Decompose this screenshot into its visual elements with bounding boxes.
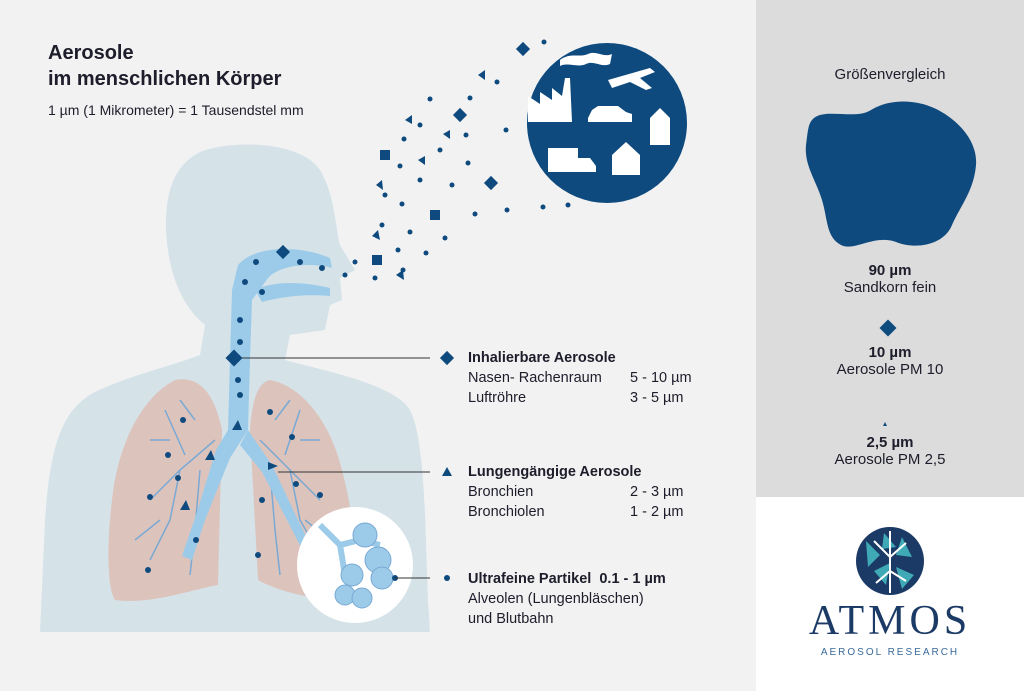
sand-grain-shape: [805, 101, 977, 247]
airplane-icon: [608, 68, 655, 90]
size-comparison-panel: Größenvergleich 90 µm Sandkorn fein 10 µ…: [756, 0, 1024, 497]
comparison-pm10: 10 µm Aerosole PM 10: [836, 344, 944, 378]
respirable-marker: [442, 467, 452, 476]
airway: [182, 248, 332, 560]
pm10-marker: [879, 319, 897, 337]
house-icon: [612, 142, 640, 175]
brand-tagline: AEROSOL RESEARCH: [820, 647, 960, 658]
airborne-particles: [342, 39, 571, 281]
comparison-shapes: [805, 101, 977, 426]
airway-particles: [145, 244, 398, 581]
truck-icon: [548, 148, 596, 172]
logo-area: ATMOS AEROSOL RESEARCH: [756, 497, 1024, 691]
factory-icon: [528, 78, 572, 122]
smoke-icon: [560, 52, 612, 66]
alveoli-cluster: [317, 522, 394, 609]
house-icon: [650, 108, 670, 145]
ultrafine-label: Ultrafeine Partikel 0.1 - 1 µm Alveolen …: [468, 571, 666, 627]
brand-name: ATMOS: [808, 598, 972, 644]
leader-lines: [242, 357, 430, 579]
atmos-logo-emblem: [856, 527, 924, 595]
right-bronchus: [240, 430, 318, 565]
car-icon: [588, 106, 632, 122]
comparison-pm25: 2,5 µm Aerosole PM 2,5: [834, 434, 946, 468]
comparison-heading: Größenvergleich: [834, 66, 946, 83]
inhalable-marker: [439, 350, 455, 366]
ultrafine-marker: [444, 575, 450, 581]
unit-note: 1 µm (1 Mikrometer) = 1 Tausendstel mm: [48, 102, 304, 118]
page-title: Aerosole im menschlichen Körper: [48, 42, 282, 90]
pm25-marker: [883, 422, 887, 426]
airway-mouth: [255, 283, 330, 302]
comparison-sand: 90 µm Sandkorn fein: [843, 262, 937, 296]
